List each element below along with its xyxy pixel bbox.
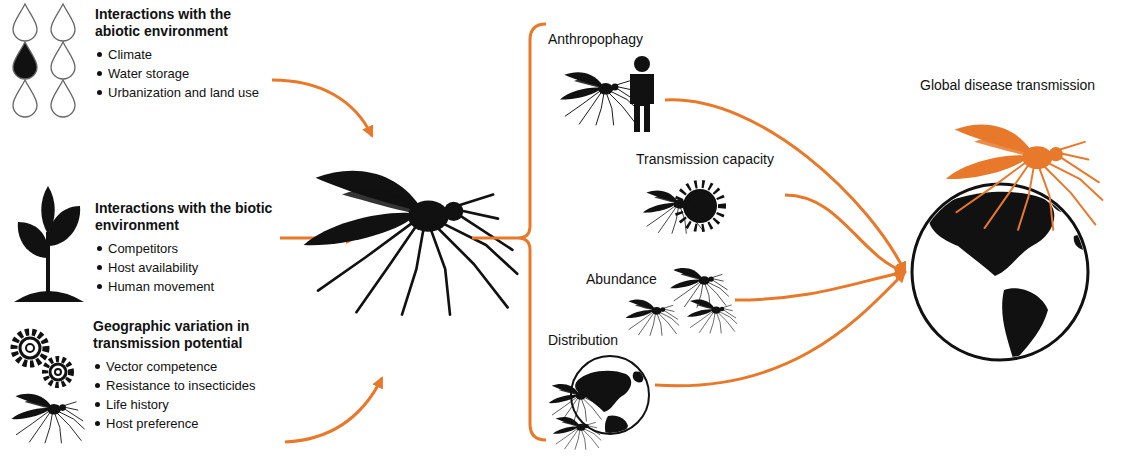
flow-arrow — [655, 272, 905, 386]
outcome-item: Abundance — [586, 270, 735, 330]
item-label: Distribution — [548, 331, 618, 349]
item-label: Global disease transmission — [920, 76, 1095, 94]
item-label: Abundance — [586, 270, 657, 288]
item-label: Transmission capacity — [636, 150, 774, 168]
factor-group: Interactions with the abiotic environmen… — [95, 6, 273, 102]
outcome-item: Transmission capacity — [636, 150, 785, 240]
factor-group: Interactions with the biotic environment… — [95, 200, 273, 296]
outcome-item: Anthropophagy — [548, 30, 665, 135]
bullet-item: Host availability — [95, 258, 273, 277]
outcome-item: Global disease transmission — [905, 76, 1120, 368]
bullet-item: Vector competence — [93, 357, 285, 376]
bullet-item: Human movement — [95, 277, 273, 296]
item-label: Anthropophagy — [548, 30, 643, 48]
group-heading: Interactions with the abiotic environmen… — [95, 6, 273, 40]
factor-group: Geographic variation in transmission pot… — [93, 318, 285, 433]
bullet-item: Resistance to insecticides — [93, 376, 285, 395]
bullet-item: Life history — [93, 395, 285, 414]
group-heading: Geographic variation in transmission pot… — [93, 318, 285, 352]
bullet-item: Climate — [95, 45, 273, 64]
bullet-item: Host preference — [93, 414, 285, 433]
bullet-item: Competitors — [95, 239, 273, 258]
bullet-item: Water storage — [95, 64, 273, 83]
group-heading: Interactions with the biotic environment — [95, 200, 273, 234]
flow-arrow — [785, 195, 905, 272]
flow-arrow — [665, 100, 905, 272]
bullet-item: Urbanization and land use — [95, 83, 273, 102]
outcome-item: Distribution — [548, 331, 655, 441]
